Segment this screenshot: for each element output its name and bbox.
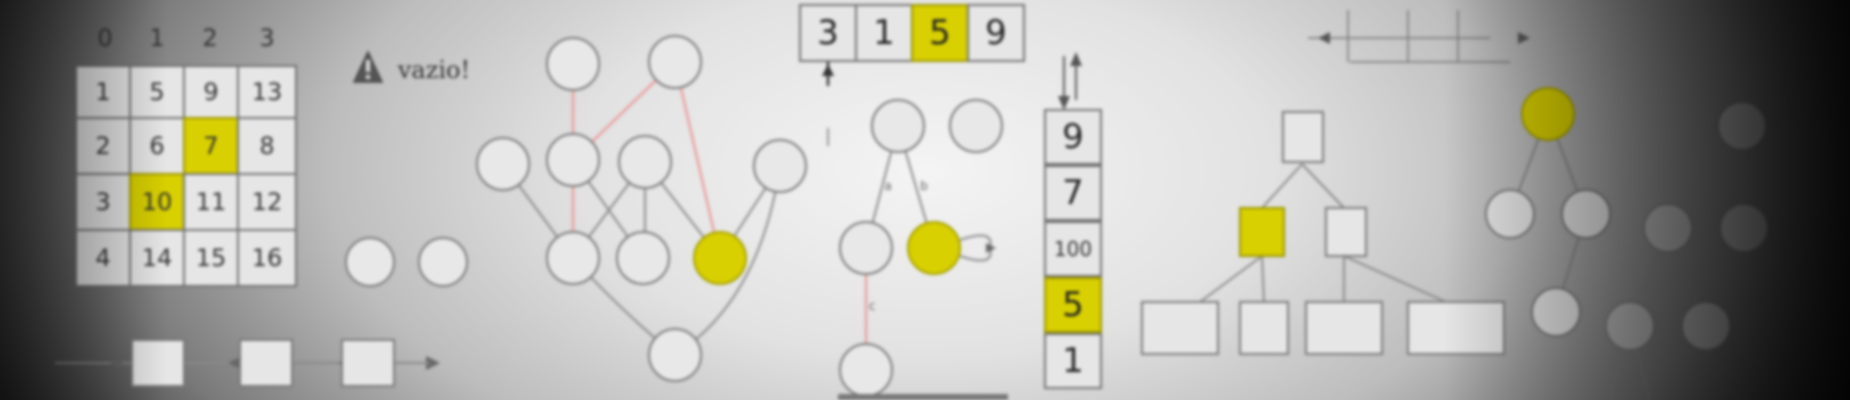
tree-node xyxy=(1561,189,1611,239)
graph-node xyxy=(839,343,893,397)
tree-node-highlighted xyxy=(1521,87,1575,141)
matrix-value: 5 xyxy=(149,78,164,106)
array-value: 3 xyxy=(817,13,839,53)
stack-column: 9 7 100 5 1 xyxy=(1044,52,1102,389)
warning-label: vazio! xyxy=(352,50,470,84)
tree-node xyxy=(1531,287,1581,337)
btree-node xyxy=(1325,207,1367,257)
stack-value: 9 xyxy=(1062,117,1084,157)
graph-node xyxy=(546,37,600,91)
list-node xyxy=(131,339,185,387)
matrix-value: 3 xyxy=(95,188,110,216)
matrix-value: 7 xyxy=(203,132,218,160)
binary-tree xyxy=(1485,87,1611,337)
pop-arrow-icon xyxy=(1058,96,1070,110)
matrix-grid: 0 1 2 3 1 5 9 13 2 6 7 8 3 10 11 12 xyxy=(75,24,297,287)
matrix-value: 15 xyxy=(196,244,227,272)
svg-text:c: c xyxy=(869,299,876,313)
graph-node xyxy=(546,231,600,285)
matrix-value: 4 xyxy=(95,244,110,272)
pointer-arrow-icon xyxy=(822,64,834,76)
matrix-value: 12 xyxy=(252,188,283,216)
graph-node-highlighted xyxy=(693,231,747,285)
matrix-col-header: 1 xyxy=(149,24,164,52)
matrix-value: 9 xyxy=(203,78,218,106)
stack-value: 5 xyxy=(1062,285,1084,325)
graph-node xyxy=(648,35,702,89)
btree xyxy=(1141,10,1530,355)
list-node xyxy=(239,339,293,387)
graph-node xyxy=(839,221,893,275)
matrix-value: 11 xyxy=(196,188,227,216)
matrix-value: 16 xyxy=(252,244,283,272)
warning-text: vazio! xyxy=(397,56,470,84)
array-value: 5 xyxy=(929,13,951,53)
graph-node xyxy=(616,231,670,285)
list-node xyxy=(341,339,395,387)
array-value: 1 xyxy=(873,13,895,53)
stack-value: 100 xyxy=(1054,237,1092,261)
faded-tree xyxy=(1605,101,1769,400)
svg-text:a: a xyxy=(884,179,891,193)
graph-node xyxy=(871,99,925,153)
matrix-value: 13 xyxy=(252,78,283,106)
matrix-value: 8 xyxy=(259,132,274,160)
matrix-value: 2 xyxy=(95,132,110,160)
graph-node xyxy=(753,139,807,193)
graph-node xyxy=(618,135,672,189)
graph-node-highlighted xyxy=(907,221,961,275)
graph-node xyxy=(418,237,468,287)
btree-leaf xyxy=(1305,301,1383,355)
stack-value: 7 xyxy=(1062,173,1084,213)
graph-node xyxy=(476,137,530,191)
btree-node-highlighted xyxy=(1239,207,1285,257)
graph-2: a b c xyxy=(838,99,1008,400)
btree-leaf xyxy=(1239,301,1289,355)
matrix-col-header: 2 xyxy=(202,24,217,52)
graph-node xyxy=(949,99,1003,153)
matrix-value: 1 xyxy=(95,78,110,106)
btree-leaf xyxy=(1141,301,1219,355)
matrix-col-header: 0 xyxy=(97,24,112,52)
btree-leaf xyxy=(1407,301,1505,355)
array-value: 9 xyxy=(985,13,1007,53)
graph-1 xyxy=(476,35,807,382)
svg-text:b: b xyxy=(920,179,928,193)
matrix-value: 6 xyxy=(149,132,164,160)
graph-node xyxy=(345,237,395,287)
graph-node xyxy=(546,133,600,187)
matrix-value: 10 xyxy=(142,188,173,216)
graph-node xyxy=(648,328,702,382)
matrix-value: 14 xyxy=(142,244,173,272)
stack-value: 1 xyxy=(1062,341,1084,381)
push-arrow-icon xyxy=(1070,52,1082,66)
btree-node xyxy=(1282,111,1324,163)
matrix-col-header: 3 xyxy=(259,24,274,52)
warning-icon xyxy=(352,50,384,83)
linked-list xyxy=(55,339,440,387)
tree-node xyxy=(1485,189,1535,239)
